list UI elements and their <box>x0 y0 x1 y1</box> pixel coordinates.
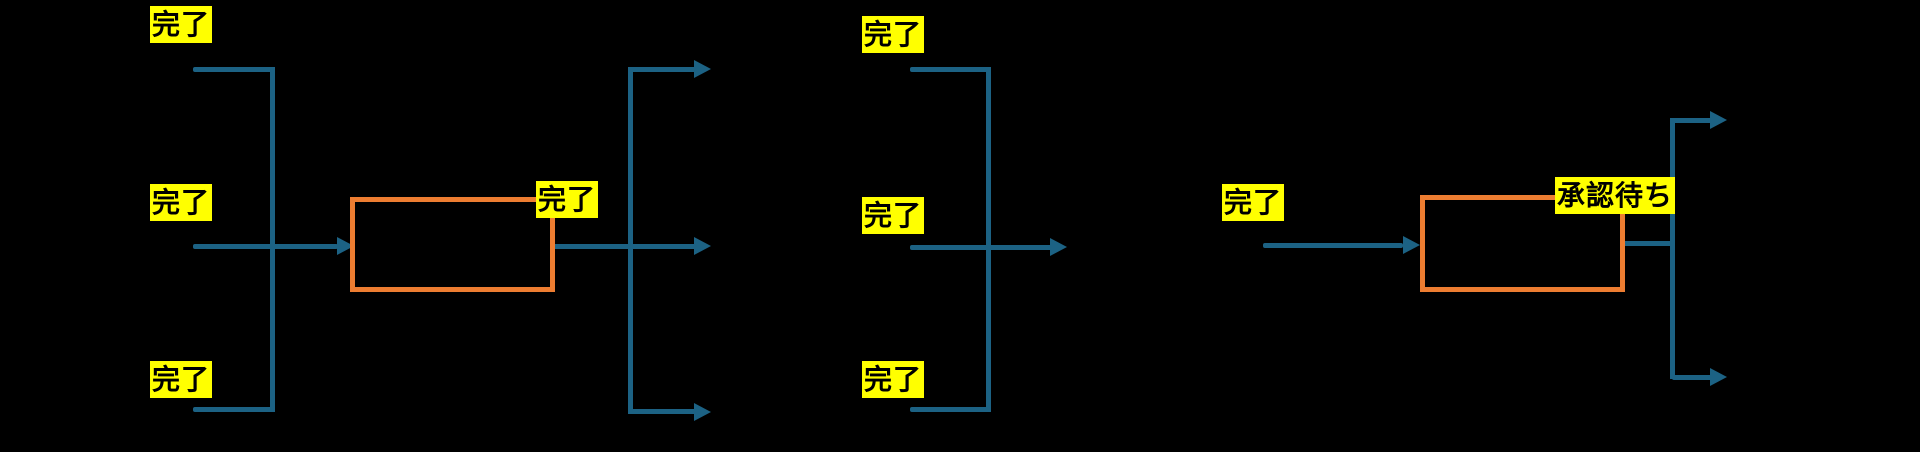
connector-left-merge-line <box>270 67 275 412</box>
connector-left-box-output <box>553 244 696 249</box>
arrow-head-left-output-top <box>694 60 711 78</box>
arrow-head-left-output-bottom <box>694 403 711 421</box>
connector-right-split-line <box>1670 118 1675 379</box>
status-label-left-input-3: 完了 <box>150 361 213 398</box>
connector-left-output-bottom <box>630 409 696 414</box>
arrow-head-right-output-top <box>1710 111 1727 129</box>
connector-left-input-3 <box>193 407 275 412</box>
connector-middle-input-2 <box>910 245 1052 250</box>
status-label-right-input: 完了 <box>1222 184 1285 221</box>
status-label-left-input-1: 完了 <box>150 6 213 43</box>
connector-right-output-top <box>1672 118 1712 123</box>
connector-left-output-top <box>630 67 696 72</box>
status-label-middle-input-3: 完了 <box>862 361 925 398</box>
connector-middle-merge-line <box>986 67 991 412</box>
arrow-head-middle-output <box>1050 238 1067 256</box>
arrow-head-into-right-box <box>1403 236 1420 254</box>
status-label-middle-input-2: 完了 <box>862 197 925 234</box>
connector-left-input-2 <box>193 244 338 249</box>
highlighted-task-box-left <box>350 197 555 292</box>
arrow-head-left-output-middle <box>694 237 711 255</box>
connector-right-box-output <box>1620 241 1674 246</box>
connector-middle-input-3 <box>910 407 990 412</box>
arrow-head-right-output-bottom <box>1710 368 1727 386</box>
highlighted-task-box-right <box>1420 195 1625 292</box>
connector-right-output-bottom <box>1672 375 1712 380</box>
connector-middle-input-1 <box>910 67 990 72</box>
connector-right-input <box>1263 243 1403 248</box>
status-label-right-box: 承認待ち <box>1555 177 1676 214</box>
status-label-middle-input-1: 完了 <box>862 16 925 53</box>
status-label-left-box: 完了 <box>536 181 599 218</box>
connector-left-split-line <box>628 67 633 414</box>
status-label-left-input-2: 完了 <box>150 184 213 221</box>
connector-left-input-1 <box>193 67 275 72</box>
arrow-head-into-left-box <box>337 237 354 255</box>
